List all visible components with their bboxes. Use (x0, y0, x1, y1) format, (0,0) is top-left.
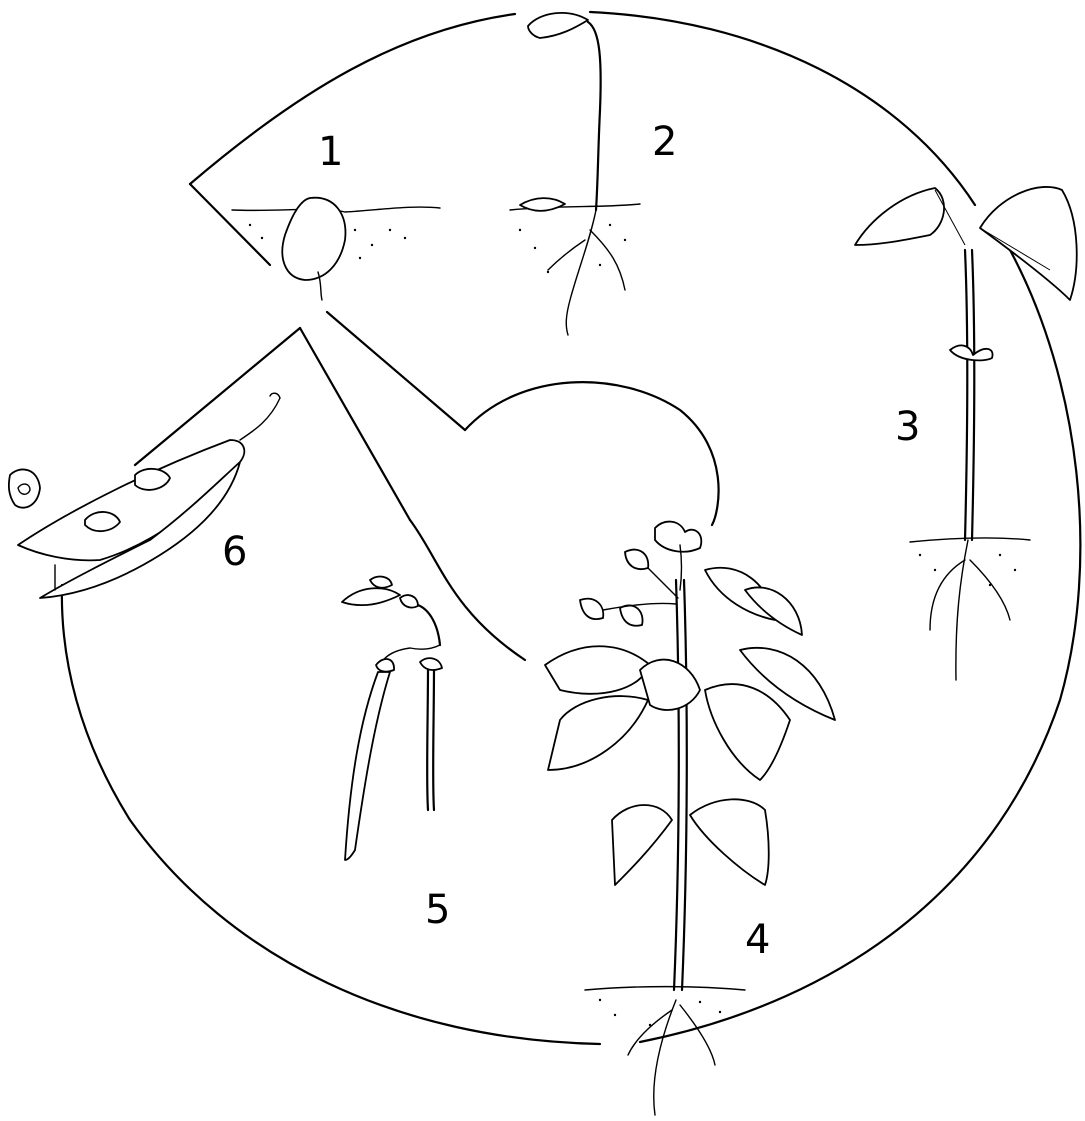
stage-label-6: 6 (222, 529, 247, 575)
stage-4-mature-plant (545, 522, 835, 1115)
stage-1-seed (232, 198, 440, 300)
stage-label-2: 2 (652, 119, 677, 165)
stage-label-5: 5 (425, 887, 450, 933)
stage-2-seedling (510, 13, 640, 335)
stage-5-pods (342, 577, 442, 860)
stage-label-3: 3 (895, 404, 920, 450)
stage-3-young-plant (855, 187, 1077, 680)
stage-label-4: 4 (745, 917, 770, 963)
cycle-outline (62, 12, 1081, 1044)
stage-label-1: 1 (318, 129, 343, 175)
